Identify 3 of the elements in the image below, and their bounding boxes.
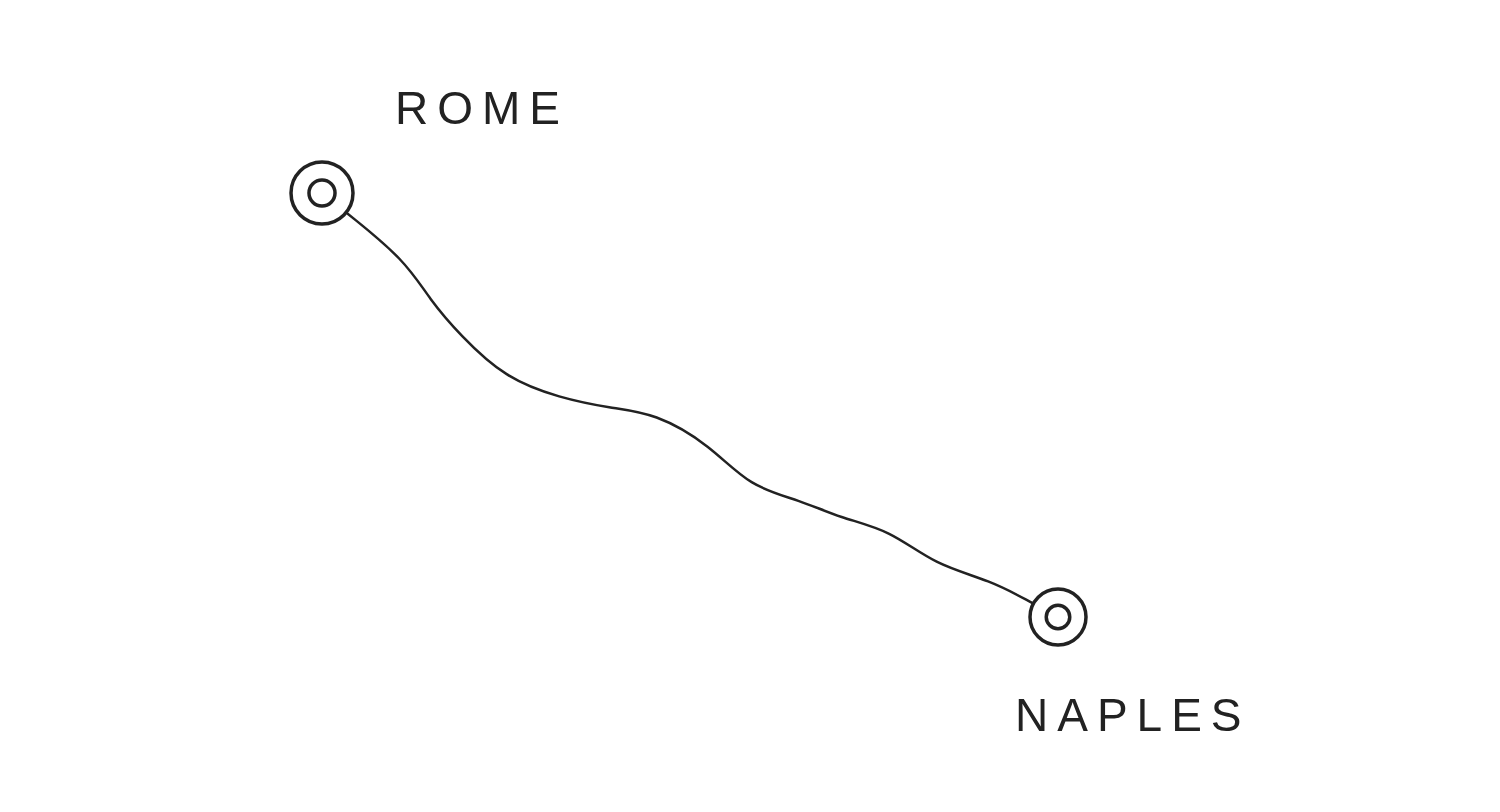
city-name: NAPLES	[1015, 692, 1251, 738]
route-line	[345, 211, 1034, 605]
city-name: ROME	[395, 85, 569, 131]
